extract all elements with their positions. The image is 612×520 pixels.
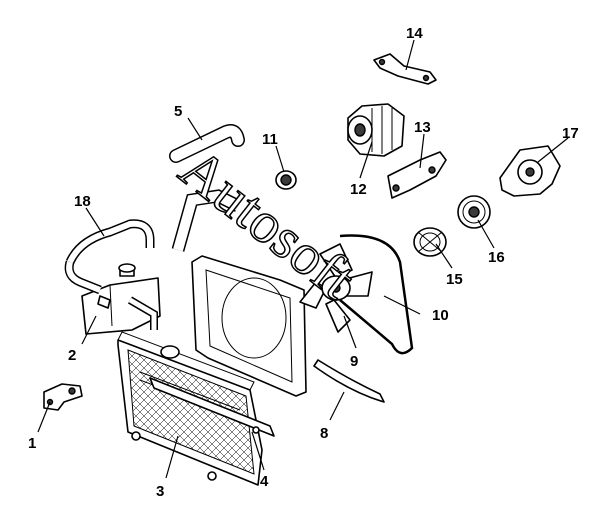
callout-16: 16: [488, 249, 505, 266]
leader-line-1: [37, 401, 51, 433]
fan-shroud-icon: [191, 255, 307, 397]
callout-11: 11: [262, 131, 278, 148]
viscous-coupling-icon: [413, 227, 447, 257]
leader-line-17: [537, 137, 569, 163]
leader-line-15: [435, 243, 453, 269]
alternator-bracket-icon: [387, 151, 447, 199]
callout-14: 14: [406, 25, 423, 42]
leader-line-14: [405, 39, 415, 71]
callout-5: 5: [174, 103, 182, 120]
lower-hose-icon: [171, 189, 241, 252]
water-pump-icon: [499, 145, 561, 197]
leader-line-16: [477, 219, 495, 249]
leader-line-4: [251, 431, 265, 471]
leader-line-8: [329, 391, 345, 421]
overflow-hose-icon: [64, 219, 158, 330]
leader-line-18: [85, 207, 105, 237]
callout-2: 2: [68, 347, 76, 364]
callout-12: 12: [350, 181, 367, 198]
callout-8: 8: [320, 425, 328, 442]
callout-15: 15: [446, 271, 463, 288]
leader-line-5: [187, 117, 203, 141]
leader-line-3: [165, 435, 179, 479]
callout-1: 1: [28, 435, 36, 452]
leader-line-12: [359, 141, 373, 179]
callout-18: 18: [74, 193, 91, 210]
fan-guard-strip-icon: [313, 359, 385, 403]
alternator-icon: [347, 103, 405, 157]
fan-icon: [299, 243, 373, 333]
upper-hose-icon: [169, 124, 245, 163]
fan-belt-icon: [339, 234, 414, 355]
callout-13: 13: [414, 119, 431, 136]
pulley-icon: [457, 195, 491, 229]
adjusting-arm-icon: [373, 53, 437, 85]
leader-line-2: [81, 315, 97, 345]
callout-17: 17: [562, 125, 579, 142]
callout-9: 9: [350, 353, 358, 370]
expansion-tank-icon: [81, 263, 161, 335]
callout-4: 4: [260, 473, 269, 490]
callout-3: 3: [156, 483, 164, 500]
grommet-icon: [275, 170, 297, 190]
bracket-icon: [43, 383, 83, 411]
leader-line-13: [419, 133, 425, 169]
leader-line-10: [383, 295, 421, 315]
leader-line-11: [275, 145, 285, 173]
leader-line-9: [343, 315, 357, 349]
callout-10: 10: [432, 307, 449, 324]
mounting-strip-icon: [149, 377, 275, 437]
